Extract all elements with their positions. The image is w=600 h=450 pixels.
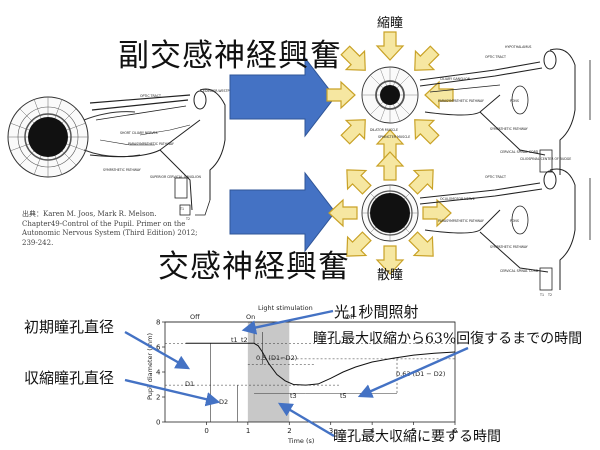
left-pathway-schematic	[89, 88, 226, 216]
svg-text:T2: T2	[185, 217, 190, 221]
x-tick-label: 4	[370, 427, 375, 435]
right-arrow-top	[229, 56, 336, 138]
citation-line-1: 出典：Karen M. Joos, Mark R. Melson.	[22, 210, 157, 218]
d1-label: D1	[185, 380, 194, 388]
svg-text:EDINGER-WESTPHAL NUCLEUS: EDINGER-WESTPHAL NUCLEUS	[203, 89, 252, 93]
x-tick-label: 2	[287, 427, 291, 435]
svg-text:OPTIC TRACT: OPTIC TRACT	[140, 94, 161, 98]
svg-text:SYMPATHETIC PATHWAY: SYMPATHETIC PATHWAY	[103, 168, 141, 172]
svg-text:T1: T1	[179, 207, 184, 211]
y-tick-label: 8	[156, 319, 160, 327]
initial-diameter-annotation: 初期瞳孔直径	[24, 318, 115, 336]
pupil-diameter-curve	[185, 342, 456, 386]
svg-text:PONS: PONS	[510, 99, 519, 103]
miosis-pathway-schematic	[419, 48, 591, 175]
t5-label: t5	[340, 392, 347, 400]
light-one-second-annotation: 光1秒間照射	[334, 303, 419, 321]
citation-line-2: Chapter49-Control of the Pupil. Primer o…	[22, 219, 186, 228]
x-tick-label: 1	[246, 427, 250, 435]
miosis-eye-diagram	[326, 31, 454, 159]
svg-text:DILATOR MUSCLE: DILATOR MUSCLE	[370, 128, 398, 132]
timeline-off-2: Off	[345, 313, 355, 321]
x-axis-label: Time (s)	[287, 437, 314, 445]
t1-label: t1	[231, 336, 238, 344]
timeline-off-1: Off	[190, 313, 200, 321]
citation-line-4: 239-242.	[22, 238, 54, 247]
recovery-time-annotation: 瞳孔最大収縮から63%回復するまでの時間	[313, 331, 583, 347]
left-pathway-labels: OPTIC TRACT SHORT CILIARY NERVES PARASYM…	[103, 89, 252, 221]
y-axis-label: Pupil diameter (mm)	[146, 333, 154, 400]
parasympathetic-title: 副交感神経興奮	[118, 38, 342, 74]
svg-text:CERVICAL SPINAL CORD: CERVICAL SPINAL CORD	[500, 269, 539, 273]
timeline-on: On	[246, 313, 255, 321]
right-arrow-bottom	[229, 171, 336, 253]
svg-text:CILIOSPINAL CENTER OF BUDGE: CILIOSPINAL CENTER OF BUDGE	[520, 157, 571, 161]
x-tick-label: 0	[204, 427, 208, 435]
svg-text:SPHINCTER MUSCLE: SPHINCTER MUSCLE	[378, 135, 410, 139]
mydriasis-pathway-schematic	[419, 168, 591, 291]
svg-text:PARASYMPATHETIC PATHWAY: PARASYMPATHETIC PATHWAY	[438, 219, 484, 223]
light-stimulation-label: Light stimulation	[258, 304, 313, 312]
y-tick-label: 6	[156, 344, 161, 352]
svg-text:CILIARY GANGLION: CILIARY GANGLION	[440, 77, 471, 81]
x-tick-label: 5	[412, 427, 416, 435]
svg-text:OPTIC TRACT: OPTIC TRACT	[485, 175, 506, 179]
miosis-label: 縮瞳	[377, 16, 404, 31]
svg-text:SUPERIOR CERVICAL GANGLION: SUPERIOR CERVICAL GANGLION	[150, 175, 202, 179]
t2-label: t2	[241, 336, 248, 344]
left-eye-diagram	[7, 96, 141, 178]
svg-text:CERVICAL SPINAL CORD: CERVICAL SPINAL CORD	[500, 150, 539, 154]
svg-text:PARASYMPATHETIC PATHWAY: PARASYMPATHETIC PATHWAY	[128, 142, 174, 146]
citation: 出典：Karen M. Joos, Mark R. Melson. Chapte…	[22, 210, 222, 248]
time-to-max-annotation: 瞳孔最大収縮に要する時間	[333, 429, 501, 445]
t3-label: t3	[290, 392, 297, 400]
x-tick-label: 6	[453, 427, 458, 435]
sympathetic-title: 交感神経興奮	[158, 249, 350, 285]
citation-line-3: Autonomic Nervous System (Third Edition)…	[22, 229, 198, 237]
half-level-label: 0.5 (D1−D2)	[256, 354, 297, 362]
d2-label: D2	[219, 398, 228, 406]
svg-text:PONS: PONS	[510, 219, 519, 223]
svg-text:PARASYMPATHETIC PATHWAY: PARASYMPATHETIC PATHWAY	[438, 99, 484, 103]
frac-level-label: 0.63 (D1 − D2)	[396, 370, 445, 378]
y-tick-label: 0	[156, 419, 160, 427]
mydriasis-eye-diagram	[328, 151, 452, 275]
mydriasis-pathway-labels: OPTIC TRACT PARASYMPATHETIC PATHWAY OCUL…	[438, 175, 552, 297]
pupil-pathway-illustration: OPTIC TRACT SHORT CILIARY NERVES PARASYM…	[7, 31, 591, 297]
svg-text:SHORT CILIARY NERVES: SHORT CILIARY NERVES	[120, 131, 158, 135]
svg-text:SYMPATHETIC PATHWAY: SYMPATHETIC PATHWAY	[490, 127, 528, 131]
mydriasis-label: 散瞳	[377, 268, 404, 283]
svg-text:OPTIC TRACT: OPTIC TRACT	[485, 55, 506, 59]
constricted-diameter-annotation: 収縮瞳孔直径	[24, 369, 115, 387]
svg-text:T2: T2	[547, 293, 552, 297]
y-tick-label: 4	[156, 369, 161, 377]
y-axis-ticks: 0 2 4 6 8	[156, 319, 165, 427]
svg-text:OCULOMOTOR NERVE: OCULOMOTOR NERVE	[440, 197, 475, 201]
svg-text:HYPOTHALAMUS: HYPOTHALAMUS	[505, 45, 531, 49]
miosis-pathway-labels: OPTIC TRACT HYPOTHALAMUS PARASYMPATHETIC…	[370, 45, 571, 161]
svg-text:T1: T1	[539, 293, 544, 297]
svg-text:SYMPATHETIC PATHWAY: SYMPATHETIC PATHWAY	[490, 245, 528, 249]
y-tick-label: 2	[156, 394, 160, 402]
